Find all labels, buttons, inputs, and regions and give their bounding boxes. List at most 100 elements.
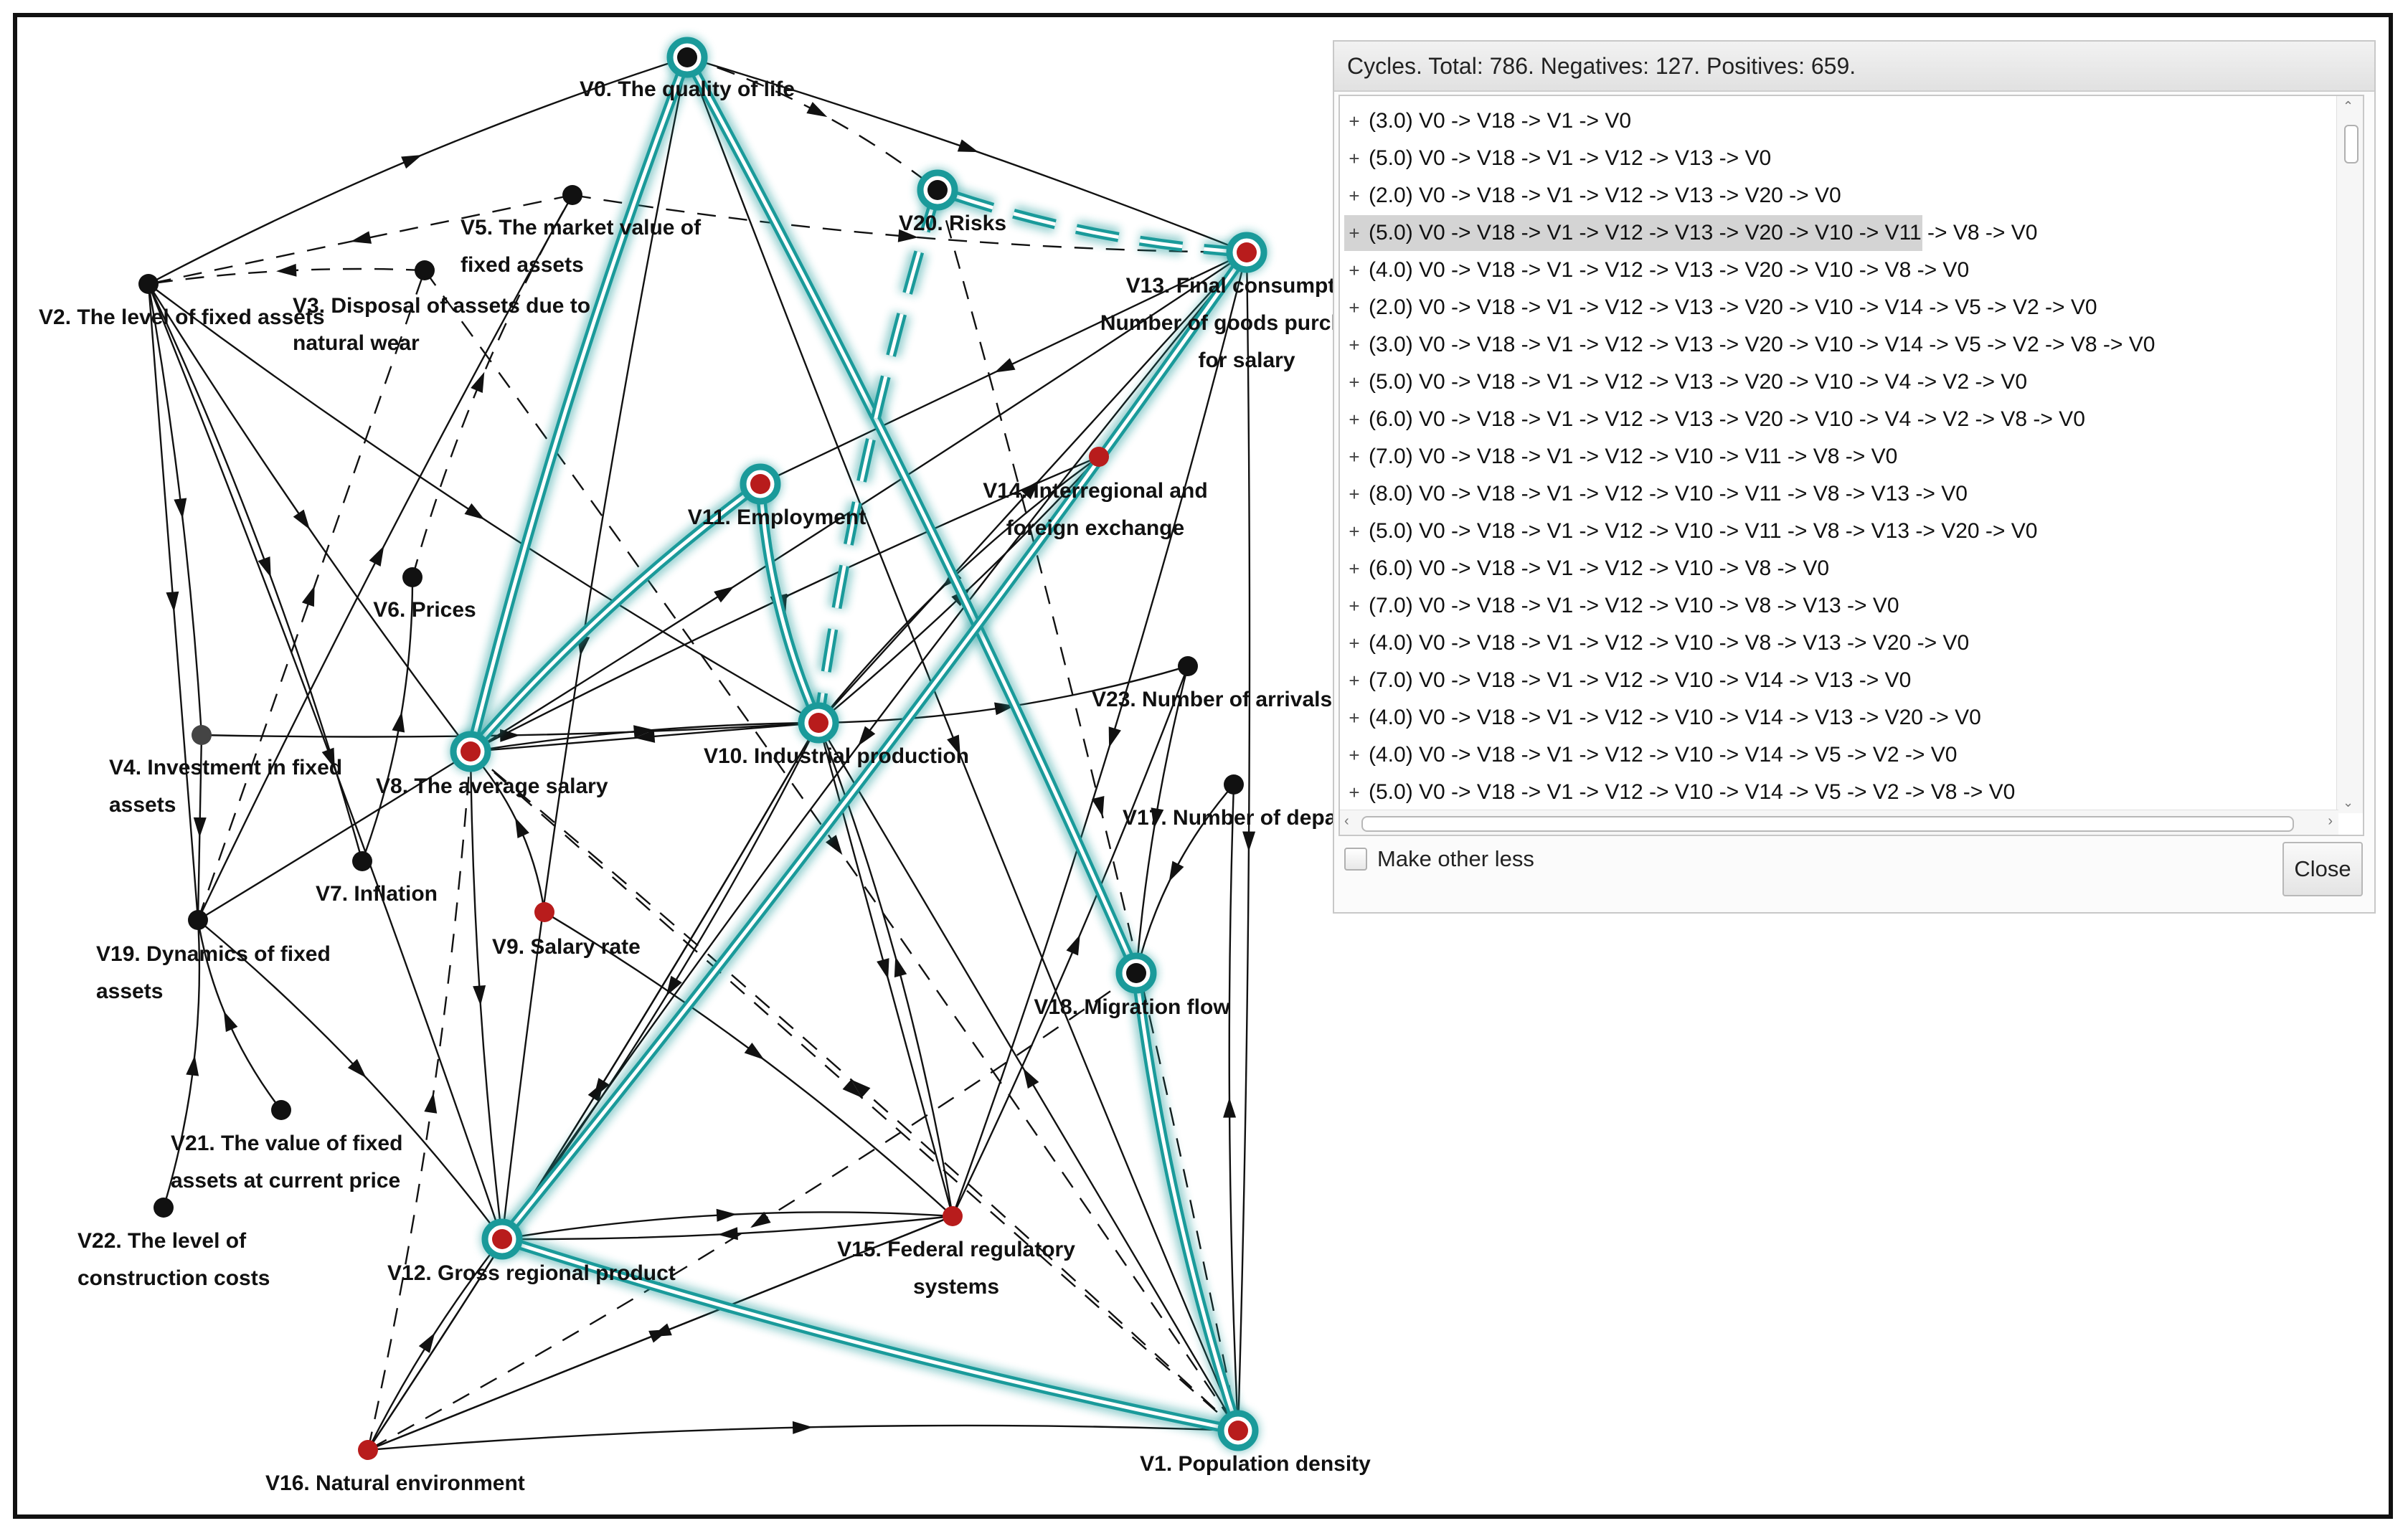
cycle-list-item[interactable]: +(4.0) V0 -> V18 -> V1 -> V12 -> V10 -> … (1340, 625, 2330, 661)
cycle-list-item[interactable]: +(6.0) V0 -> V18 -> V1 -> V12 -> V13 -> … (1340, 402, 2330, 437)
expand-icon[interactable]: + (1349, 483, 1360, 505)
cycle-list-item[interactable]: +(4.0) V0 -> V18 -> V1 -> V12 -> V10 -> … (1340, 700, 2330, 736)
cycle-list[interactable]: +(3.0) V0 -> V18 -> V1 -> V0+(5.0) V0 ->… (1338, 95, 2364, 836)
expand-icon[interactable]: + (1349, 706, 1360, 729)
node-dot-v3[interactable] (415, 260, 435, 280)
node-v6[interactable]: V6. Prices (373, 567, 476, 622)
cycle-list-item[interactable]: +(2.0) V0 -> V18 -> V1 -> V12 -> V13 -> … (1340, 290, 2330, 326)
node-v16[interactable]: V16. Natural environment (265, 1440, 525, 1495)
node-v23[interactable]: V23. Number of arrivals (1092, 656, 1332, 711)
node-dot-v21[interactable] (271, 1100, 291, 1120)
expand-icon[interactable]: + (1349, 632, 1360, 654)
expand-icon[interactable]: + (1349, 408, 1360, 430)
cycle-list-item[interactable]: +(5.0) V0 -> V18 -> V1 -> V12 -> V10 -> … (1340, 513, 2330, 549)
node-dot-v14[interactable] (1089, 447, 1109, 467)
node-v8[interactable]: V8. The average salary (376, 730, 608, 798)
expand-icon[interactable]: + (1349, 781, 1360, 803)
scroll-right-icon[interactable]: › (2328, 813, 2333, 829)
cycle-list-item[interactable]: +(5.0) V0 -> V18 -> V1 -> V12 -> V10 -> … (1340, 774, 2330, 810)
expand-icon[interactable]: + (1349, 371, 1360, 393)
node-dot-v18[interactable] (1126, 963, 1146, 983)
expand-icon[interactable]: + (1349, 110, 1360, 132)
node-v1[interactable]: V1. Population density (1140, 1409, 1371, 1476)
cycle-list-item[interactable]: +(7.0) V0 -> V18 -> V1 -> V12 -> V10 -> … (1340, 439, 2330, 475)
node-v10[interactable]: V10. Industrial production (704, 701, 969, 768)
cycle-list-item[interactable]: +(5.0) V0 -> V18 -> V1 -> V12 -> V13 -> … (1340, 364, 2330, 400)
cycle-list-item[interactable]: +(7.0) V0 -> V18 -> V1 -> V12 -> V10 -> … (1340, 588, 2330, 624)
node-v9[interactable]: V9. Salary rate (492, 902, 641, 959)
node-dot-v15[interactable] (943, 1206, 963, 1226)
node-dot-v7[interactable] (352, 851, 372, 871)
node-dot-v23[interactable] (1178, 656, 1198, 676)
cycle-list-item[interactable]: +(4.0) V0 -> V18 -> V1 -> V12 -> V10 -> … (1340, 737, 2330, 773)
node-v2[interactable]: V2. The level of fixed assets (39, 274, 325, 329)
node-dot-v5[interactable] (562, 185, 582, 205)
cycle-list-item[interactable]: +(6.0) V0 -> V18 -> V1 -> V12 -> V10 -> … (1340, 551, 2330, 587)
node-dot-v20[interactable] (927, 180, 948, 200)
close-button[interactable]: Close (2282, 842, 2363, 896)
expand-icon[interactable]: + (1349, 669, 1360, 691)
expand-icon[interactable]: + (1349, 222, 1360, 244)
node-dot-v6[interactable] (402, 567, 422, 587)
node-dot-v11[interactable] (750, 474, 770, 494)
node-dot-v13[interactable] (1237, 242, 1257, 262)
expand-icon[interactable]: + (1349, 147, 1360, 169)
cycle-list-item[interactable]: +(3.0) V0 -> V18 -> V1 -> V0 (1340, 103, 2330, 139)
node-dot-v8[interactable] (461, 741, 481, 762)
expand-icon[interactable]: + (1349, 259, 1360, 281)
node-dot-v22[interactable] (154, 1198, 174, 1218)
edge-arrow-v2-v0 (401, 154, 422, 169)
node-dot-v9[interactable] (534, 902, 554, 922)
expand-icon[interactable]: + (1349, 184, 1360, 207)
expand-icon[interactable]: + (1349, 296, 1360, 318)
node-label-v3: V3. Disposal of assets due to (293, 294, 590, 318)
node-dot-v10[interactable] (808, 713, 828, 733)
cycle-list-item[interactable]: +(8.0) V0 -> V18 -> V1 -> V12 -> V10 -> … (1340, 476, 2330, 512)
expand-icon[interactable]: + (1349, 520, 1360, 542)
make-other-less-option[interactable]: Make other less (1344, 846, 1534, 872)
node-v20[interactable]: V20. Risks (899, 169, 1006, 235)
node-v12[interactable]: V12. Gross regional product (387, 1218, 676, 1285)
scroll-down-icon[interactable]: ⌄ (2343, 795, 2354, 810)
expand-icon[interactable]: + (1349, 557, 1360, 579)
expand-icon[interactable]: + (1349, 445, 1360, 468)
node-dot-v19[interactable] (188, 910, 208, 930)
cycle-edge-v11-v8 (463, 476, 766, 758)
cycle-list-item[interactable]: +(2.0) V0 -> V18 -> V1 -> V12 -> V13 -> … (1340, 178, 2330, 214)
node-v18[interactable]: V18. Migration flow (1034, 952, 1230, 1019)
vertical-scroll-thumb[interactable] (2344, 125, 2359, 163)
scroll-left-icon[interactable]: ‹ (1344, 813, 1349, 829)
node-dot-v1[interactable] (1228, 1421, 1248, 1441)
scroll-up-icon[interactable]: ⌃ (2343, 99, 2354, 113)
cycle-list-item[interactable]: +(3.0) V0 -> V18 -> V1 -> V12 -> V13 -> … (1340, 327, 2330, 363)
node-v11[interactable]: V11. Employment (688, 463, 866, 529)
cycle-list-item[interactable]: +(4.0) V0 -> V18 -> V1 -> V12 -> V13 -> … (1340, 252, 2330, 288)
node-dot-v4[interactable] (192, 725, 212, 745)
expand-icon[interactable]: + (1349, 594, 1360, 617)
node-dot-v0[interactable] (677, 47, 697, 67)
make-other-less-checkbox[interactable] (1344, 848, 1367, 871)
cycle-list-item[interactable]: +(7.0) V0 -> V18 -> V1 -> V12 -> V10 -> … (1340, 663, 2330, 698)
node-v7[interactable]: V7. Inflation (316, 851, 438, 906)
horizontal-scroll-thumb[interactable] (1361, 816, 2294, 832)
horizontal-scrollbar[interactable]: ‹ › (1340, 810, 2338, 835)
cycle-list-item[interactable]: +(5.0) V0 -> V18 -> V1 -> V12 -> V13 -> … (1340, 141, 2330, 176)
vertical-scrollbar[interactable]: ⌃ ⌄ (2336, 96, 2363, 813)
node-dot-v17[interactable] (1224, 774, 1244, 795)
node-dot-v16[interactable] (358, 1440, 378, 1460)
node-dot-v12[interactable] (492, 1229, 512, 1249)
node-v0[interactable]: V0. The quality of life (580, 36, 795, 101)
cycle-list-item[interactable]: +(5.0) V0 -> V18 -> V1 -> V12 -> V13 -> … (1340, 215, 2330, 251)
node-dot-v2[interactable] (138, 274, 159, 294)
expand-icon[interactable]: + (1349, 744, 1360, 766)
expand-icon[interactable]: + (1349, 333, 1360, 356)
